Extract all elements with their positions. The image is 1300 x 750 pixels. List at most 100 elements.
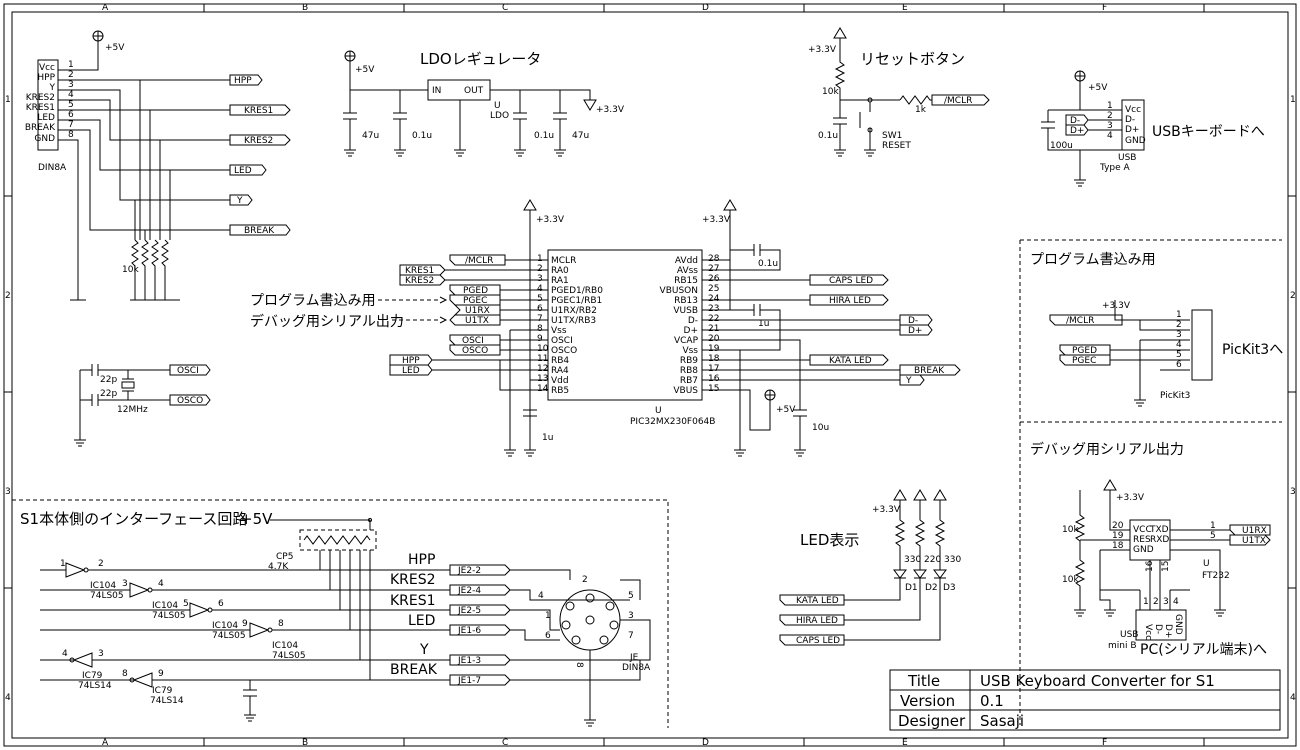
svg-text:PGED: PGED xyxy=(1072,346,1097,356)
svg-text:D+: D+ xyxy=(1163,624,1173,638)
svg-text:OSCI: OSCI xyxy=(177,366,199,376)
svg-text:PGEC: PGEC xyxy=(1072,356,1096,366)
col-label-c: C xyxy=(502,3,508,13)
svg-text:4: 4 xyxy=(538,591,544,601)
mcu-left-pin-name: MCLR xyxy=(551,256,576,266)
usb-mini-name: USB xyxy=(1120,630,1138,640)
svg-text:/MCLR: /MCLR xyxy=(944,96,972,106)
svg-text:U1TX: U1TX xyxy=(1242,536,1266,546)
svg-text:D-: D- xyxy=(908,316,918,326)
mcu-left-pin-name: U1TX/RB3 xyxy=(551,316,596,326)
led-vcc: +3.3V xyxy=(872,505,901,515)
mcu-c-vdd: 1u xyxy=(542,433,553,443)
serial-label: PC(シリアル端末)へ xyxy=(1140,642,1267,658)
reset-c: 0.1u xyxy=(818,131,838,141)
designer-value: Sasaji xyxy=(980,712,1024,730)
mcu-right-pin-num: 25 xyxy=(708,284,719,294)
svg-text:JE1-3: JE1-3 xyxy=(457,656,481,666)
net-label-mclr-reset: /MCLR xyxy=(931,94,990,106)
mcu-left-pin-name: OSCO xyxy=(551,346,577,356)
mcu-vcc: +3.3V xyxy=(536,215,565,225)
svg-text:5: 5 xyxy=(1210,531,1216,541)
svg-text:19: 19 xyxy=(1112,531,1124,541)
svg-text:BREAK: BREAK xyxy=(244,226,275,236)
din8-pin-label: KRES2 xyxy=(26,93,55,103)
din8-pin-num: 6 xyxy=(68,110,74,120)
s1-sig-led: LED xyxy=(408,613,435,629)
xtal-freq: 12MHz xyxy=(117,405,148,415)
din8-pin-num: 3 xyxy=(68,80,74,90)
mcu-right-pin-num: 15 xyxy=(708,384,719,394)
svg-text:18: 18 xyxy=(1112,541,1124,551)
col-label-d-bottom: D xyxy=(702,738,709,748)
mcu-right-pin-num: 28 xyxy=(708,254,720,264)
mcu-left-pin-num: 11 xyxy=(537,354,548,364)
svg-text:PGEC: PGEC xyxy=(463,296,487,306)
s1-resistor-pack xyxy=(299,529,377,551)
din8-supply: +5V xyxy=(105,43,125,53)
svg-text:BREAK: BREAK xyxy=(914,366,945,376)
svg-text:4: 4 xyxy=(1173,597,1179,607)
din8-pin-label: KRES1 xyxy=(26,103,55,113)
mcu-right-pin-name: AVdd xyxy=(675,256,698,266)
mcu-left-pin-name: RB5 xyxy=(551,386,569,396)
mcu-right-pin-name: AVss xyxy=(677,266,698,276)
mcu-right-pin-num: 23 xyxy=(708,304,719,314)
mcu-section: MCLR1RA02RA13PGED1/RB04PGEC1/RB15U1RX/RB… xyxy=(250,199,961,457)
mcu-left-pin-num: 6 xyxy=(537,304,543,314)
mcu-net-hira-led: HIRA LED xyxy=(809,294,889,306)
svg-text:CAPS LED: CAPS LED xyxy=(829,276,873,286)
usb-a-name: USB xyxy=(1118,153,1136,163)
je-label: JE1-7 xyxy=(449,674,511,686)
svg-text:LED: LED xyxy=(402,366,420,376)
svg-text:Y: Y xyxy=(236,196,243,206)
svg-text:9: 9 xyxy=(242,619,248,629)
din8-pin-label: GND xyxy=(34,134,55,144)
s1-vcc: +5V xyxy=(240,510,273,528)
reset-r2: 1k xyxy=(915,105,927,115)
mcu-right-pin-name: VBUS xyxy=(673,386,698,396)
mcu-vcc2: +3.3V xyxy=(702,215,731,225)
mcu-left-pin-name: U1RX/RB2 xyxy=(551,306,597,316)
usb-a-type: Type A xyxy=(1099,163,1131,173)
mcu-note-debug: デバッグ用シリアル出力 xyxy=(250,313,404,330)
mcu-left-pin-name: Vss xyxy=(551,326,567,336)
pickit-name: PicKit3 xyxy=(1160,391,1190,401)
mcu-net-dplus: D+ xyxy=(899,324,933,336)
mcu-right-pin-name: RB13 xyxy=(674,296,698,306)
xtal-net-osci: OSCI xyxy=(169,364,211,376)
din8-pin-label: HPP xyxy=(37,73,55,83)
reset-swname: RESET xyxy=(882,141,911,151)
net-label-led: LED xyxy=(229,164,267,176)
mcu-right-pin-num: 19 xyxy=(708,344,720,354)
svg-text:GND: GND xyxy=(1173,614,1183,635)
serial-net-u1rx: U1RX xyxy=(1229,524,1271,536)
svg-text:HPP: HPP xyxy=(402,356,420,366)
svg-text:9: 9 xyxy=(158,669,164,679)
svg-text:3: 3 xyxy=(1176,330,1182,340)
s1-din-ref: JE xyxy=(629,653,639,663)
col-label-d: D xyxy=(702,3,709,13)
mcu-net-pgec: PGEC xyxy=(449,294,501,306)
crystal-section: 22p 22p 12MHz OSCI OSCO xyxy=(74,364,211,447)
svg-text:OSCO: OSCO xyxy=(462,346,488,356)
ldo-regulator-section: LDOレギュレータ +5V IN OUT U LDO +3.3V 47u 0.1… xyxy=(343,50,625,157)
mcu-right-pin-name: VCAP xyxy=(674,336,699,346)
net-label-y: Y xyxy=(229,194,253,206)
mcu-right-pin-num: 22 xyxy=(708,314,719,324)
mcu-right-pin-num: 16 xyxy=(708,374,720,384)
svg-text:HPP: HPP xyxy=(234,76,252,86)
svg-text:3: 3 xyxy=(98,649,104,659)
reset-vcc: +3.3V xyxy=(808,45,837,55)
xtal-c1: 22p xyxy=(100,375,117,385)
mcu-left-pin-name: RB4 xyxy=(551,356,569,366)
svg-text:KATA LED: KATA LED xyxy=(829,356,872,366)
mcu-net-dminus: D- xyxy=(899,314,933,326)
serial-title: デバッグ用シリアル出力 xyxy=(1030,441,1184,458)
s1-din8-socket xyxy=(559,589,621,651)
mcu-right-pin-num: 20 xyxy=(708,334,720,344)
net-label-kres2: KRES2 xyxy=(229,134,291,146)
version-key: Version xyxy=(900,692,955,710)
mcu-net-led: LED xyxy=(389,364,433,376)
led-r2: 220 xyxy=(924,555,941,565)
